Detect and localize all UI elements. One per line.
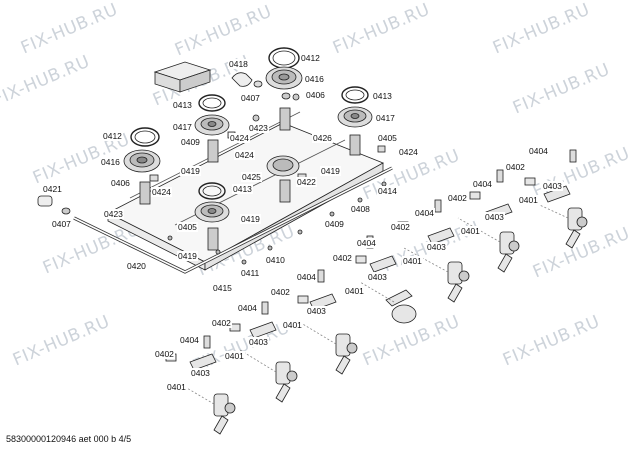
part-label: 0419 — [177, 251, 198, 261]
part-label: 0417 — [375, 113, 396, 123]
part-label: 0426 — [312, 133, 333, 143]
part-label: 0403 — [190, 368, 211, 378]
ignition-module-0418 — [153, 61, 212, 93]
burner-ring-0413 — [341, 86, 369, 104]
part-label: 0402 — [390, 222, 411, 232]
part-label: 0403 — [248, 337, 269, 347]
burner-ring-0413 — [198, 94, 226, 112]
part-label: 0404 — [472, 179, 493, 189]
part-label: 0417 — [172, 122, 193, 132]
part-label: 0401 — [402, 256, 423, 266]
elbow-0407 — [231, 72, 253, 87]
part-label: 0403 — [426, 242, 447, 252]
part-label: 0402 — [505, 162, 526, 172]
part-label: 0425 — [241, 172, 262, 182]
part-label: 0424 — [229, 133, 250, 143]
part-label: 0421 — [42, 184, 63, 194]
part-label: 0405 — [177, 222, 198, 232]
part-label: 0420 — [126, 261, 147, 271]
part-label: 0416 — [100, 157, 121, 167]
part-label: 0404 — [414, 208, 435, 218]
part-label: 0412 — [300, 53, 321, 63]
part-label: 0403 — [306, 306, 327, 316]
document-code: 58300000120946 aet 000 b 4/5 — [6, 434, 132, 444]
burner-ring-0412 — [272, 50, 296, 66]
part-label: 0408 — [350, 204, 371, 214]
part-label: 0402 — [270, 287, 291, 297]
gas-valve-assembly — [165, 149, 588, 435]
part-label: 0402 — [332, 253, 353, 263]
part-label: 0404 — [528, 146, 549, 156]
burner-ring-0412 — [130, 127, 160, 147]
part-label: 0406 — [110, 178, 131, 188]
burner-ring-0413 — [198, 182, 226, 200]
part-label: 0424 — [398, 147, 419, 157]
part-label: 0411 — [240, 268, 261, 278]
part-label: 0422 — [296, 177, 317, 187]
part-label: 0406 — [305, 90, 326, 100]
part-label: 0409 — [180, 137, 201, 147]
part-label: 0404 — [179, 335, 200, 345]
part-label: 0413 — [172, 100, 193, 110]
part-label: 0407 — [51, 219, 72, 229]
part-label: 0403 — [484, 212, 505, 222]
part-label: 0402 — [447, 193, 468, 203]
part-label: 0415 — [212, 283, 233, 293]
part-label: 0401 — [344, 286, 365, 296]
part-label: 0401 — [518, 195, 539, 205]
part-label: 0418 — [228, 59, 249, 69]
part-label: 0419 — [180, 166, 201, 176]
part-label: 0404 — [237, 303, 258, 313]
part-label: 0419 — [320, 166, 341, 176]
part-label: 0423 — [103, 209, 124, 219]
part-label: 0416 — [304, 74, 325, 84]
part-label: 0424 — [151, 187, 172, 197]
part-label: 0403 — [542, 181, 563, 191]
part-label: 0401 — [460, 226, 481, 236]
part-label: 0412 — [102, 131, 123, 141]
part-label: 0413 — [372, 91, 393, 101]
part-label: 0404 — [356, 238, 377, 248]
part-label: 0401 — [282, 320, 303, 330]
part-label: 0405 — [377, 133, 398, 143]
part-label: 0413 — [232, 184, 253, 194]
fitting-0421 — [37, 195, 53, 207]
part-label: 0402 — [154, 349, 175, 359]
part-label: 0401 — [224, 351, 245, 361]
part-label: 0424 — [234, 150, 255, 160]
part-label: 0401 — [166, 382, 187, 392]
part-label: 0419 — [240, 214, 261, 224]
part-label: 0407 — [240, 93, 261, 103]
part-label: 0410 — [265, 255, 286, 265]
part-label: 0409 — [324, 219, 345, 229]
part-label: 0403 — [367, 272, 388, 282]
part-label: 0402 — [211, 318, 232, 328]
part-label: 0414 — [377, 186, 398, 196]
part-label: 0404 — [296, 272, 317, 282]
part-label: 0423 — [248, 123, 269, 133]
